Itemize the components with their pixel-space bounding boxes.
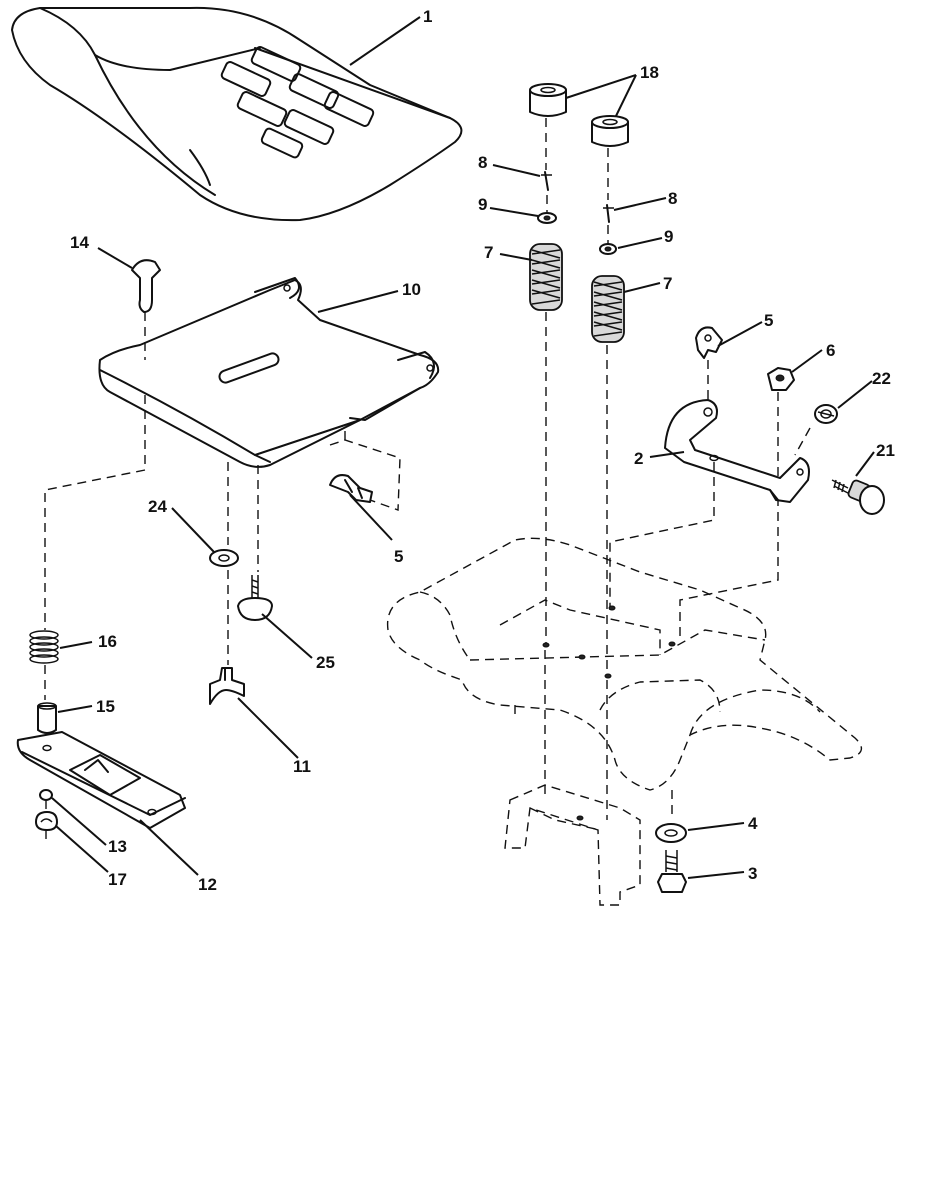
part-spacer-18-right [591,115,629,147]
part-nut-6 [767,367,795,391]
part-bolt-3 [657,850,687,893]
callout-18: 18 [640,63,659,82]
callout-11: 11 [293,757,311,776]
callout-14: 14 [70,233,89,252]
part-bracket-12 [16,731,186,829]
callout-10: 10 [402,280,421,299]
part-spacer-15 [37,702,57,734]
part-washer-4 [655,823,687,843]
part-bracket-2 [664,399,810,503]
part-nut-13 [39,789,53,801]
callout-15: 15 [96,697,115,716]
part-knob-21 [831,479,885,515]
part-washer-9-right [599,243,617,255]
part-seat [11,6,463,222]
callout-2: 2 [634,449,643,468]
callout-21: 21 [876,441,895,460]
callout-17: 17 [108,870,127,889]
part-knob-11 [209,667,245,705]
callout-5-left: 5 [394,547,403,566]
callout-8-left: 8 [478,153,487,172]
callout-7-left: 7 [484,243,493,262]
part-clip-right-5 [695,326,723,359]
callout-3: 3 [748,864,757,883]
callout-25: 25 [316,653,335,672]
callout-labels: 1 10 14 5 24 25 11 16 15 12 13 17 18 8 9… [70,7,895,894]
callout-5-right: 5 [764,311,773,330]
part-pin-8-right [603,204,614,223]
leader-lines [51,16,875,879]
part-spring-16 [29,630,59,664]
callout-12: 12 [198,875,217,894]
part-pin-8-left [541,171,552,191]
part-frame-outline [386,537,863,906]
callout-1: 1 [423,7,432,26]
callout-9-left: 9 [478,195,487,214]
part-washer-22 [814,404,838,424]
part-spring-7-right [591,275,625,343]
part-washer-24 [209,549,239,567]
callout-16: 16 [98,632,117,651]
part-spring-7-left [529,243,563,311]
callout-7-right: 7 [663,274,672,293]
part-seat-pan [98,277,440,468]
part-clip-left-5 [329,425,401,511]
callout-8-right: 8 [668,189,677,208]
callout-13: 13 [108,837,127,856]
callout-24: 24 [148,497,167,516]
callout-6: 6 [826,341,835,360]
part-bolt-14 [131,259,161,360]
part-bolt-25 [237,575,273,621]
part-washer-17 [35,811,58,831]
callout-4: 4 [748,814,758,833]
part-spacer-18-left [529,83,567,117]
callout-22: 22 [872,369,891,388]
part-washer-9-left [537,212,557,224]
callout-9-right: 9 [664,227,673,246]
